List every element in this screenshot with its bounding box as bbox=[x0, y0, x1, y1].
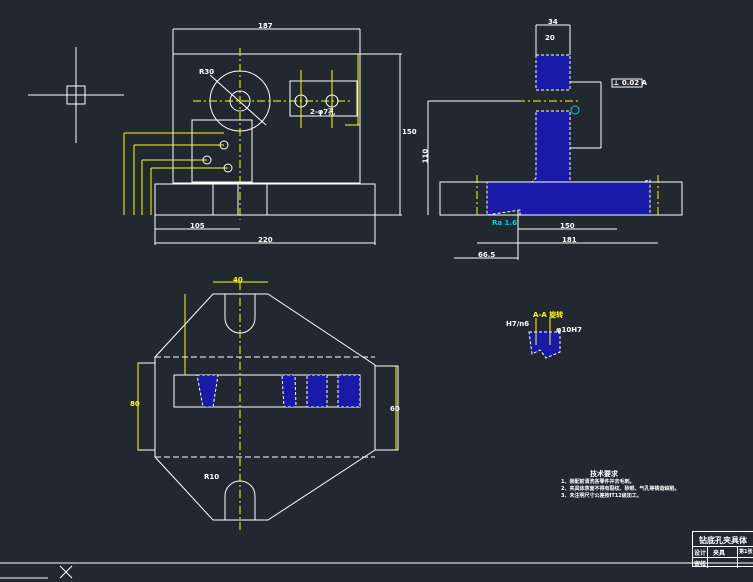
radius-note: R30 bbox=[199, 68, 215, 76]
plan-dim-top: 40 bbox=[233, 276, 243, 284]
side-dim-bottom3: 66.5 bbox=[478, 251, 496, 259]
dim-base-left: 105 bbox=[190, 222, 205, 230]
title-block-cell: 设计 bbox=[694, 550, 707, 557]
section-title: A-A 旋转 bbox=[533, 311, 564, 319]
front-view bbox=[123, 28, 402, 245]
tech-req-item: 1、装配前清洗各零件并去毛刺。 bbox=[561, 479, 635, 485]
section-note-left: H7/n6 bbox=[506, 320, 530, 328]
plan-view bbox=[137, 281, 399, 530]
title-block-cell: 第1张 bbox=[739, 549, 753, 555]
title-block-title: 钻底孔夹具体 bbox=[699, 536, 747, 545]
section-a-a bbox=[528, 318, 561, 359]
dim-bottom: 220 bbox=[258, 236, 273, 244]
side-dim-bottom2: 181 bbox=[562, 236, 577, 244]
close-x-icon[interactable] bbox=[59, 565, 73, 579]
tolerance-frame: ⊥ 0.02 A bbox=[613, 79, 647, 87]
side-dim-height: 110 bbox=[421, 148, 430, 164]
dim-top: 187 bbox=[258, 22, 273, 30]
side-view bbox=[427, 24, 683, 260]
tech-req-item: 3、未注明尺寸公差按IT12级加工。 bbox=[561, 493, 642, 499]
section-note-right: φ10H7 bbox=[556, 326, 582, 334]
tech-req-item: 2、夹具体表面不得有裂纹、砂眼、气孔等铸造缺陷。 bbox=[561, 486, 680, 492]
hole-note: 2-φ7孔 bbox=[310, 108, 336, 116]
title-block-cell: 审核 bbox=[694, 561, 707, 568]
title-block: 钻底孔夹具体 设计 夹具 第1张 审核 bbox=[692, 531, 753, 568]
roughness: Ra 1.6 bbox=[492, 219, 517, 227]
plan-radius: R10 bbox=[204, 473, 220, 481]
ucs-crosshair-icon bbox=[28, 47, 124, 143]
tech-req-title: 技术要求 bbox=[590, 470, 618, 478]
plan-dim-left: 80 bbox=[130, 400, 140, 408]
plan-dim-right: 60 bbox=[390, 405, 400, 413]
side-dim-top: 34 bbox=[548, 18, 558, 26]
side-dim-mid: 20 bbox=[545, 34, 555, 42]
side-dim-bottom1: 150 bbox=[560, 222, 575, 230]
dim-right: 150 bbox=[402, 128, 417, 136]
title-block-cell: 夹具 bbox=[713, 550, 726, 557]
